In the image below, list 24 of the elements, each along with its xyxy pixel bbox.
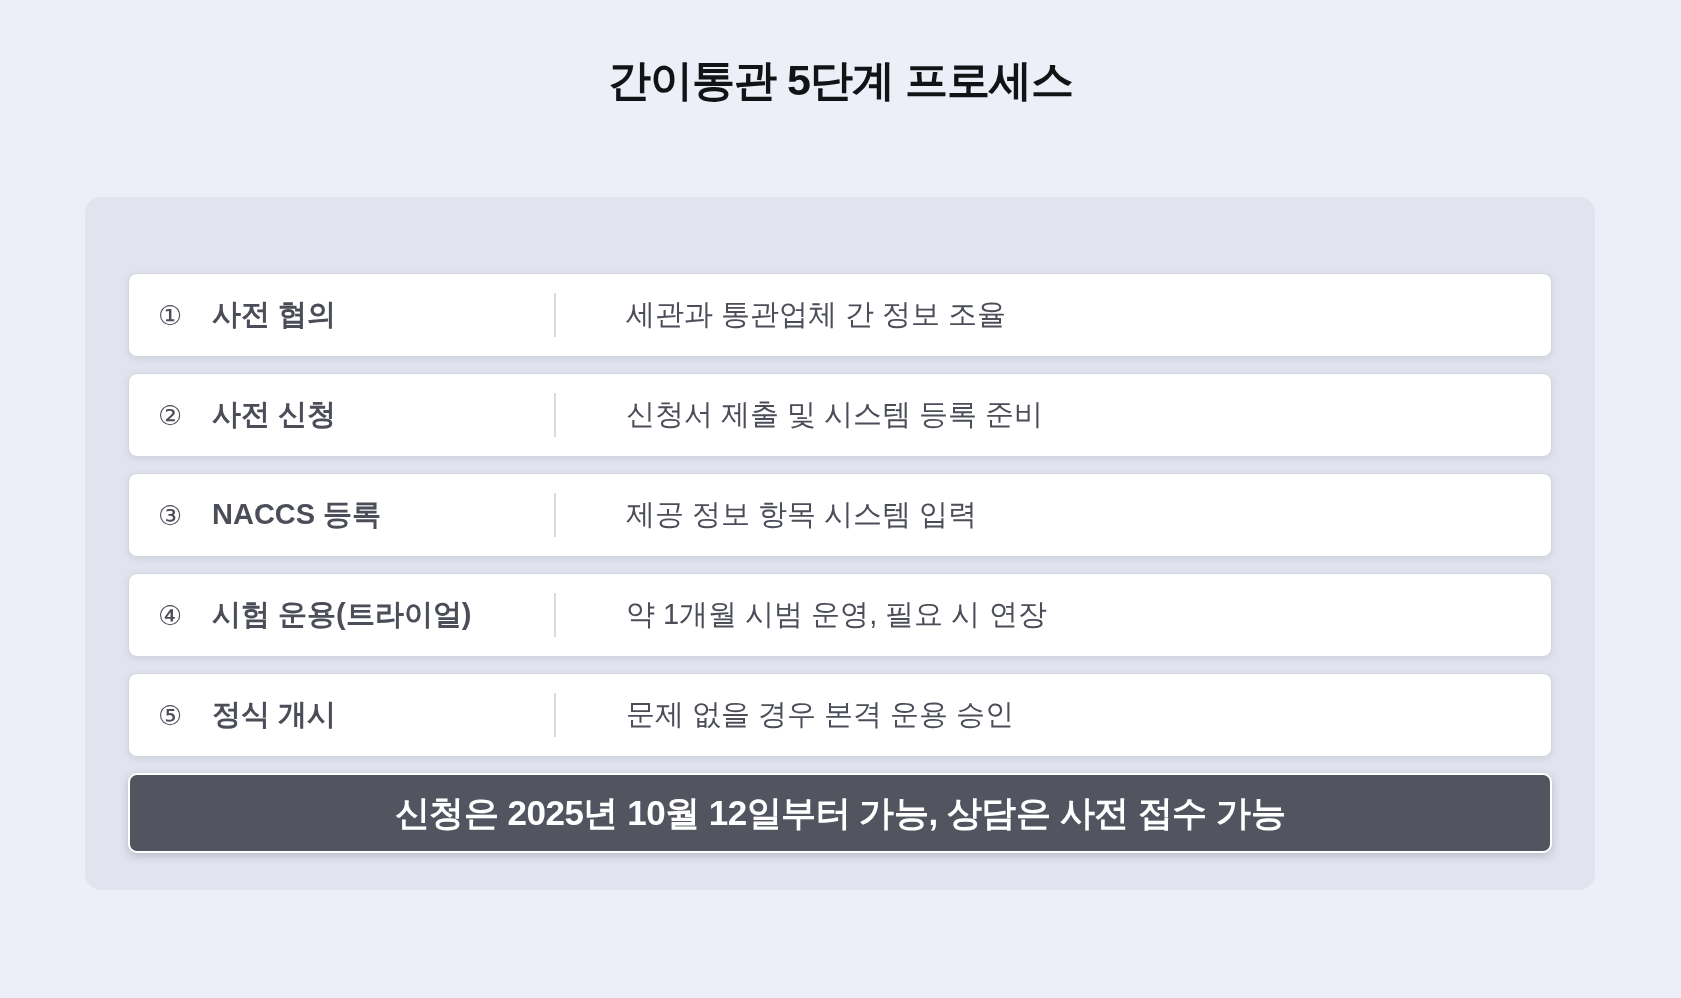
- step-description: 약 1개월 시범 운영, 필요 시 연장: [626, 597, 1047, 632]
- step-description: 신청서 제출 및 시스템 등록 준비: [626, 397, 1044, 432]
- step-description: 제공 정보 항목 시스템 입력: [626, 497, 978, 532]
- step-description: 세관과 통관업체 간 정보 조율: [626, 297, 1007, 332]
- step-number: ⑤: [158, 701, 184, 729]
- step-row: [128, 273, 1552, 357]
- step-title: 사전 협의: [212, 297, 338, 332]
- step-number: ③: [158, 501, 184, 529]
- notice-banner: [128, 773, 1552, 853]
- step-title: 정식 개시: [212, 697, 338, 732]
- notice-text: 신청은 2025년 10월 12일부터 가능, 상담은 사전 접수 가능: [394, 791, 1286, 834]
- step-row: [128, 473, 1552, 557]
- step-row: [128, 573, 1552, 657]
- step-title: 시험 운용(트라이얼): [212, 597, 473, 632]
- step-row: [128, 373, 1552, 457]
- step-row: [128, 673, 1552, 757]
- step-title: 사전 신청: [212, 397, 338, 432]
- step-title: NACCS 등록: [212, 497, 383, 532]
- step-number: ①: [158, 301, 184, 329]
- panel: [85, 197, 1595, 890]
- step-number: ④: [158, 601, 184, 629]
- title: 간이통관 5단계 프로세스: [608, 55, 1073, 106]
- step-description: 문제 없을 경우 본격 운용 승인: [626, 697, 1015, 732]
- step-number: ②: [158, 401, 184, 429]
